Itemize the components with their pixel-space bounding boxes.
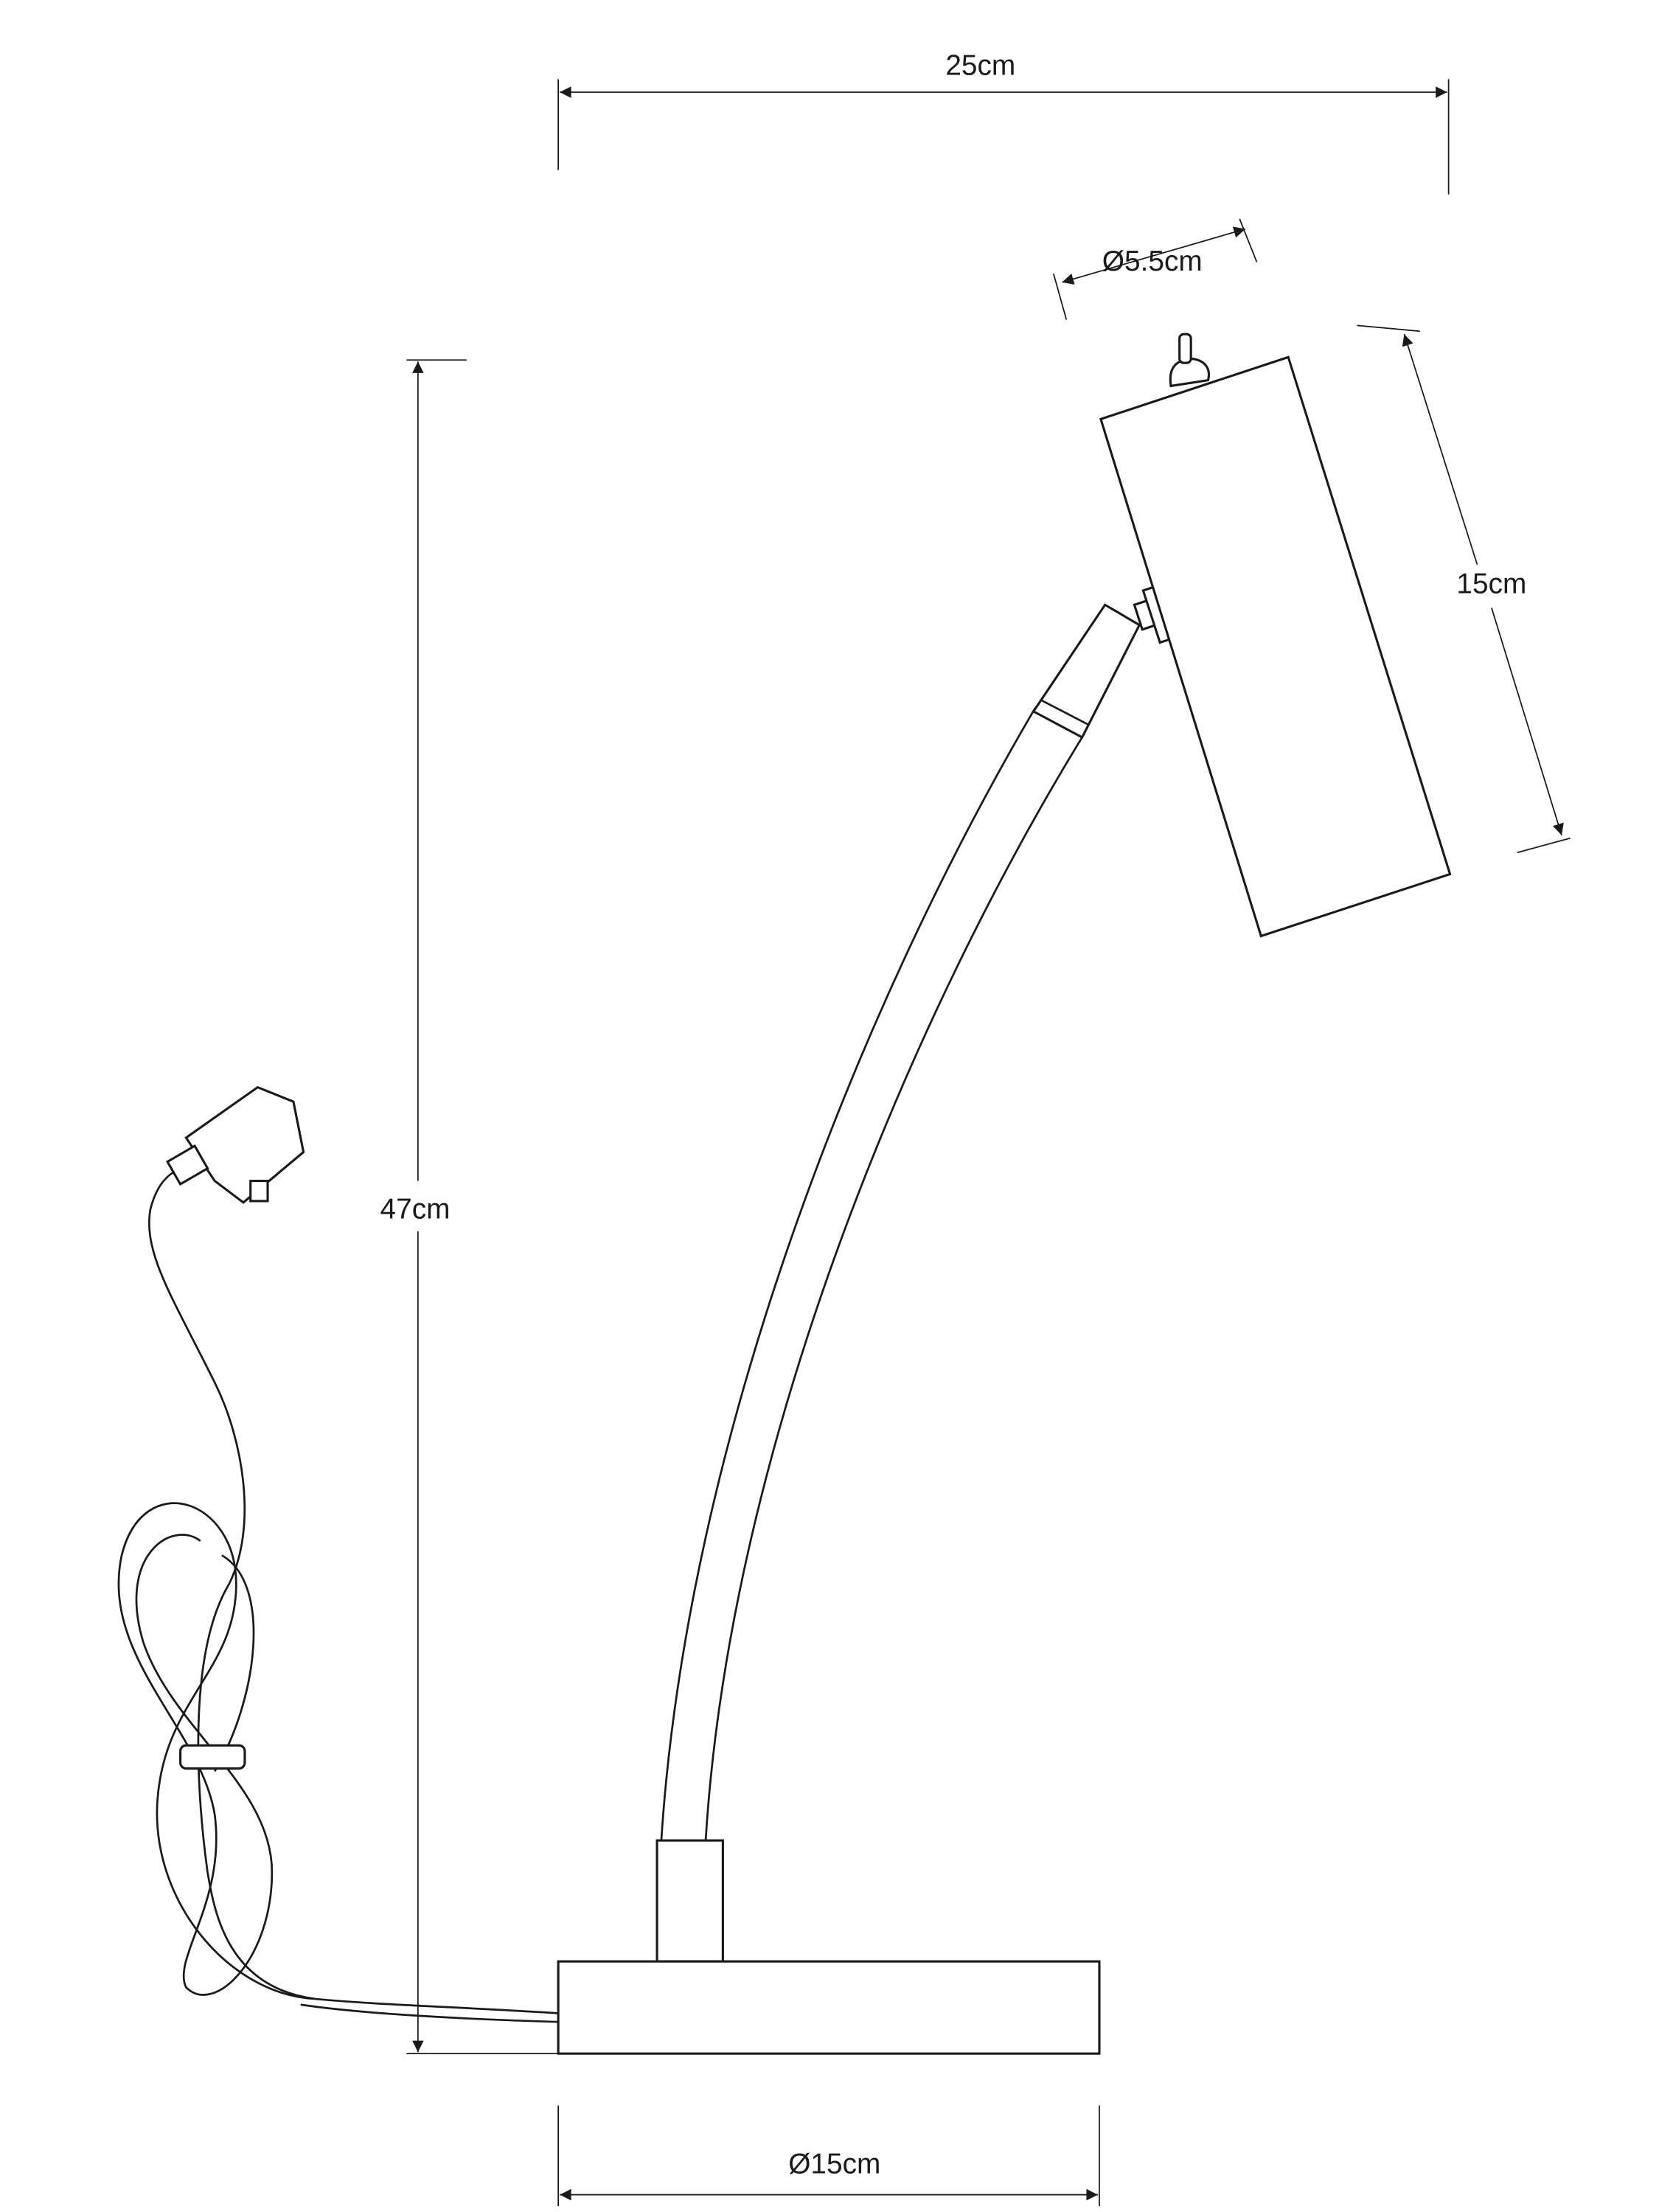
lamp [557, 333, 1452, 2055]
power-cord [117, 1165, 559, 2023]
height-dimension: 47cm [380, 359, 559, 2055]
lamp-head [1099, 355, 1452, 938]
head-length-dimension: 15cm [1357, 324, 1571, 854]
head-length-label: 15cm [1456, 568, 1526, 600]
head-switch [1169, 333, 1210, 388]
head-diameter-dimension: Ø5.5cm [1052, 218, 1258, 320]
base-diameter-dimension: Ø15cm [557, 2105, 1100, 2207]
lamp-base [557, 1960, 1101, 2055]
width-label: 25cm [945, 49, 1015, 81]
width-dimension: 25cm [557, 49, 1450, 195]
head-diameter-label: Ø5.5cm [1102, 246, 1203, 277]
base-diameter-label: Ø15cm [788, 2148, 880, 2180]
lamp-arm [660, 708, 1083, 1841]
base-collar [655, 1839, 724, 1963]
plug [165, 1085, 305, 1204]
height-label: 47cm [380, 1193, 451, 1225]
arm-upper-segment [1032, 603, 1141, 740]
